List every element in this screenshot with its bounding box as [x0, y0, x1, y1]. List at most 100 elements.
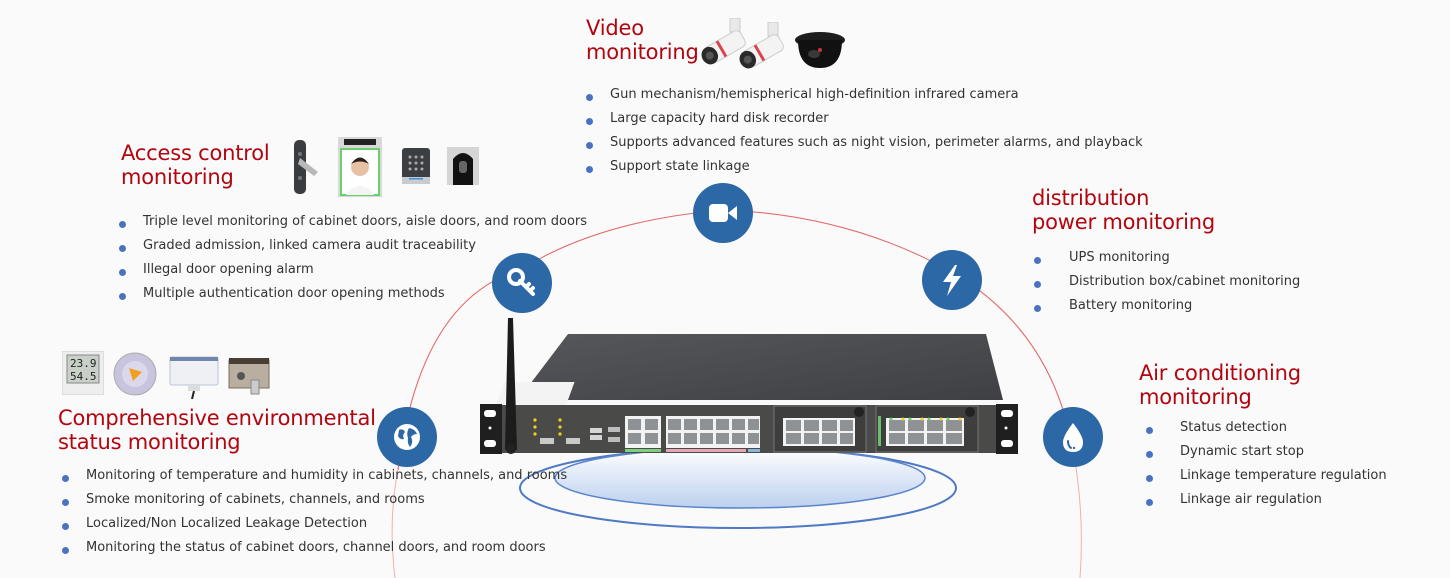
power-feature-list: UPS monitoring Distribution box/cabinet …	[1034, 246, 1300, 318]
video-monitoring-node[interactable]	[693, 183, 753, 243]
bullet-dot	[1034, 305, 1041, 312]
access-control-title: Access control monitoring	[121, 141, 270, 189]
list-item-text: Triple level monitoring of cabinet doors…	[143, 214, 588, 229]
list-item: Illegal door opening alarm	[119, 258, 587, 282]
title-line-1: Access control	[121, 141, 270, 165]
air-conditioning-node[interactable]	[1043, 407, 1103, 467]
list-item: Multiple authentication door opening met…	[119, 282, 587, 306]
access-feature-list: Triple level monitoring of cabinet doors…	[119, 210, 587, 306]
list-item-text: Monitoring the status of cabinet doors, …	[86, 540, 546, 555]
list-item: Linkage air regulation	[1146, 488, 1387, 512]
key-icon	[507, 268, 535, 296]
hdmi-port	[540, 438, 554, 444]
door-contact-sensor-image	[225, 356, 271, 403]
list-item-text: Linkage air regulation	[1180, 492, 1322, 507]
distribution-power-title: distribution power monitoring	[1032, 186, 1215, 234]
air-conditioning-title: Air conditioning monitoring	[1139, 361, 1301, 409]
water-drop-icon	[1063, 423, 1083, 452]
bullet-dot	[119, 293, 126, 300]
distribution-power-node[interactable]	[922, 250, 982, 310]
usb-port	[590, 435, 602, 440]
bullet-dot	[62, 499, 69, 506]
bullet-dot	[62, 523, 69, 530]
list-item: Large capacity hard disk recorder	[586, 107, 1143, 131]
face-recognition-terminal-image	[338, 137, 382, 202]
usb-port	[608, 437, 620, 442]
bullet-camera-image	[700, 17, 750, 75]
title-line-2: power monitoring	[1032, 210, 1216, 234]
bullet-dot	[1146, 499, 1153, 506]
title-line-2: monitoring	[586, 40, 699, 64]
access-control-node[interactable]	[492, 253, 552, 313]
hdmi-port	[566, 438, 580, 444]
dome-camera-image	[794, 26, 846, 75]
wifi-antenna	[505, 318, 517, 450]
smoke-detector-image	[112, 352, 158, 401]
bullet-dot	[586, 94, 593, 101]
list-item-text: Distribution box/cabinet monitoring	[1069, 274, 1301, 289]
list-item-text: UPS monitoring	[1069, 250, 1170, 265]
list-item: Gun mechanism/hemispherical high-definit…	[586, 83, 1143, 107]
list-item: Monitoring the status of cabinet doors, …	[62, 536, 567, 560]
leak-sensor-image	[166, 355, 222, 404]
globe-icon	[394, 424, 420, 450]
bullet-dot	[62, 547, 69, 554]
list-item-text: Gun mechanism/hemispherical high-definit…	[610, 87, 1019, 102]
list-item: Dynamic start stop	[1146, 440, 1387, 464]
list-item: UPS monitoring	[1034, 246, 1300, 270]
bullet-dot	[1034, 281, 1041, 288]
list-item: Graded admission, linked camera audit tr…	[119, 234, 587, 258]
list-item-text: Status detection	[1180, 420, 1287, 435]
list-item: Smoke monitoring of cabinets, channels, …	[62, 488, 567, 512]
list-item-text: Dynamic start stop	[1180, 444, 1304, 459]
bullet-dot	[119, 221, 126, 228]
bullet-dot	[119, 245, 126, 252]
list-item-text: Support state linkage	[610, 159, 750, 174]
title-line-2: monitoring	[121, 165, 234, 189]
aircon-feature-list: Status detection Dynamic start stop Link…	[1146, 416, 1387, 512]
list-item-text: Graded admission, linked camera audit tr…	[143, 238, 476, 253]
environmental-monitoring-title: Comprehensive environmental status monit…	[58, 406, 376, 454]
temp-humidity-sensor-image: 23.9 54.5	[61, 350, 105, 400]
environmental-monitoring-node[interactable]	[377, 407, 437, 467]
bullet-dot	[1146, 475, 1153, 482]
list-item: Triple level monitoring of cabinet doors…	[119, 210, 587, 234]
door-lock-image	[290, 138, 324, 201]
list-item: Battery monitoring	[1034, 294, 1300, 318]
bullet-dot	[586, 142, 593, 149]
bullet-dot	[1146, 451, 1153, 458]
bullet-dot	[119, 269, 126, 276]
usb-port	[608, 427, 620, 432]
fingerprint-reader-image	[447, 147, 479, 190]
monitoring-host-device	[480, 318, 1018, 454]
list-item: Distribution box/cabinet monitoring	[1034, 270, 1300, 294]
status-leds	[533, 418, 562, 436]
list-item-text: Large capacity hard disk recorder	[610, 111, 829, 126]
bullet-dot	[586, 166, 593, 173]
temperature-readout: 23.9	[70, 357, 97, 370]
list-item: Linkage temperature regulation	[1146, 464, 1387, 488]
title-line-1: distribution	[1032, 186, 1150, 210]
bullet-dot	[586, 118, 593, 125]
keypad-reader-image	[401, 147, 431, 190]
list-item: Status detection	[1146, 416, 1387, 440]
bullet-camera-image	[738, 21, 788, 79]
video-monitoring-title: Video monitoring	[586, 16, 699, 64]
humidity-readout: 54.5	[70, 370, 97, 383]
list-item-text: Illegal door opening alarm	[143, 262, 314, 277]
device-top-cover	[518, 334, 1003, 400]
list-item-text: Battery monitoring	[1069, 298, 1193, 313]
title-line-2: monitoring	[1139, 385, 1252, 409]
arc-line-lower-left	[391, 469, 399, 578]
environment-feature-list: Monitoring of temperature and humidity i…	[62, 464, 567, 560]
list-item: Supports advanced features such as night…	[586, 131, 1143, 155]
title-line-1: Comprehensive environmental	[58, 406, 376, 430]
list-item-text: Smoke monitoring of cabinets, channels, …	[86, 492, 425, 507]
title-line-2: status monitoring	[58, 430, 241, 454]
title-line-1: Air conditioning	[1139, 361, 1301, 385]
bullet-dot	[1146, 427, 1153, 434]
list-item-text: Supports advanced features such as night…	[610, 135, 1143, 150]
list-item: Monitoring of temperature and humidity i…	[62, 464, 567, 488]
usb-port	[590, 428, 602, 433]
lightning-icon	[943, 265, 961, 296]
